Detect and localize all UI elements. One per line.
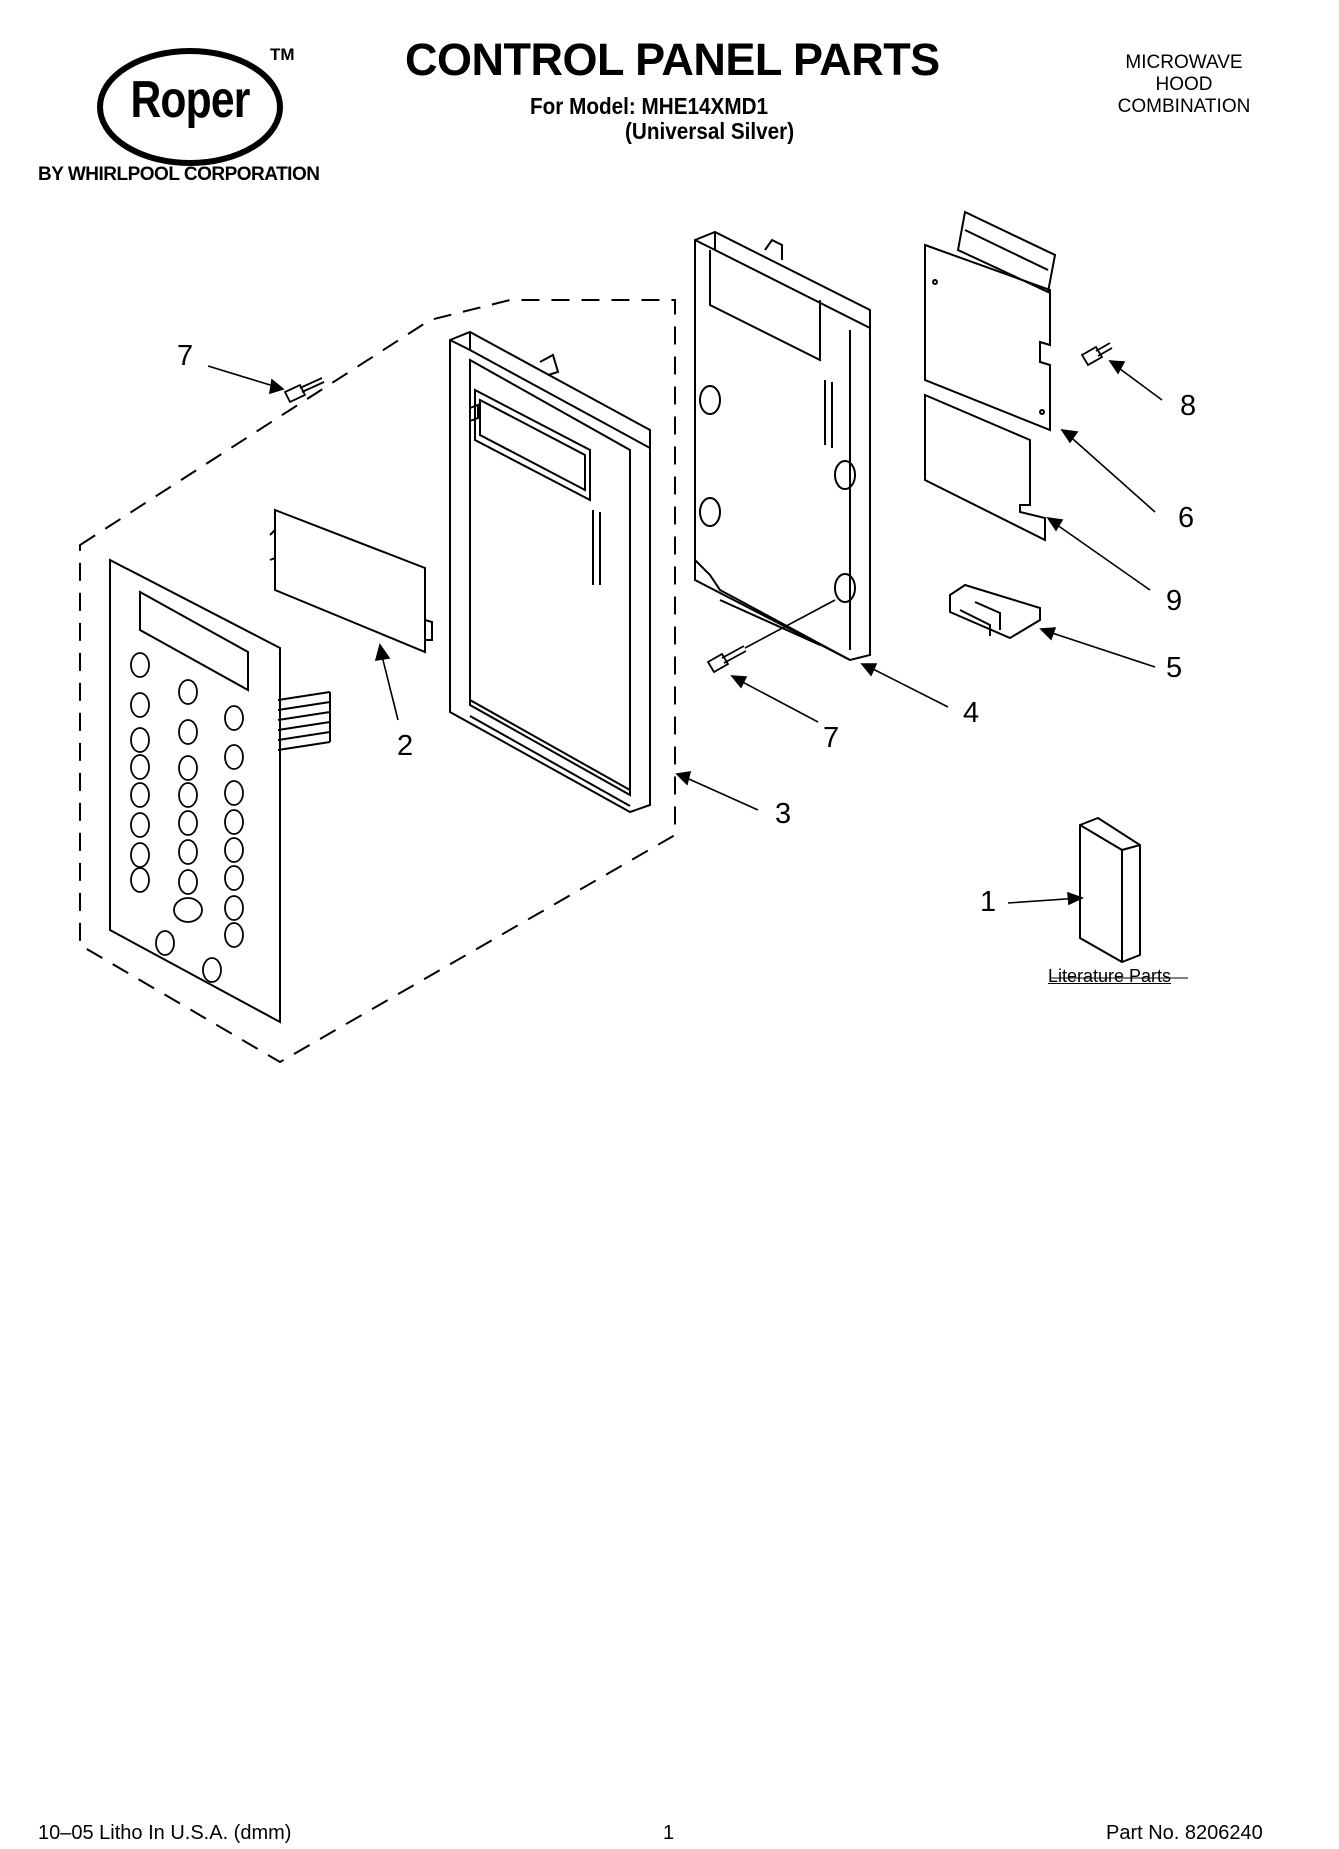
trademark-mark: TM [270,45,295,64]
callout-7-left: 7 [177,340,194,372]
manufacturer-byline: BY WHIRLPOOL CORPORATION [38,164,320,185]
page-number: 1 [663,1822,675,1844]
product-type: MICROWAVE HOOD COMBINATION [1084,52,1284,118]
circuit-board [924,210,1057,432]
brand-logo-text: Roper [130,71,250,129]
keypad-membrane [109,558,331,1024]
callout-4: 4 [963,697,980,729]
product-type-line-3: COMBINATION [1117,96,1251,117]
screw-left [283,377,325,404]
literature-book [1079,816,1141,964]
leader-lines [207,360,1163,906]
callout-6: 6 [1178,502,1195,534]
assembly-boundary-dashed [79,299,676,1064]
model-line: For Model: MHE14XMD1 [530,93,769,119]
callout-9: 9 [1166,585,1183,617]
literature-parts-label: Literature Parts [1048,966,1172,986]
callout-8: 8 [1180,390,1197,422]
part-number: Part No. 8206240 [1106,1822,1263,1844]
callout-7-mid: 7 [823,722,840,754]
callout-1: 1 [980,886,997,918]
control-housing [694,230,871,662]
callout-2: 2 [397,730,414,762]
callout-3: 3 [775,798,792,830]
roper-logo-oval [97,48,283,166]
product-type-line-1: MICROWAVE [1125,52,1243,73]
screw-mid [706,645,747,674]
screw-right [1080,342,1113,367]
insulator-sheet [924,393,1046,542]
print-info: 10–05 Litho In U.S.A. (dmm) [38,1822,292,1844]
page-title: CONTROL PANEL PARTS [405,34,940,85]
product-type-line-2: HOOD [1155,74,1213,95]
variant-line: (Universal Silver) [625,118,795,144]
window-lens [274,508,426,654]
control-panel-frame [449,330,651,814]
keypad-buttons [130,652,244,983]
bracket-clip [949,583,1041,640]
callout-5: 5 [1166,652,1183,684]
